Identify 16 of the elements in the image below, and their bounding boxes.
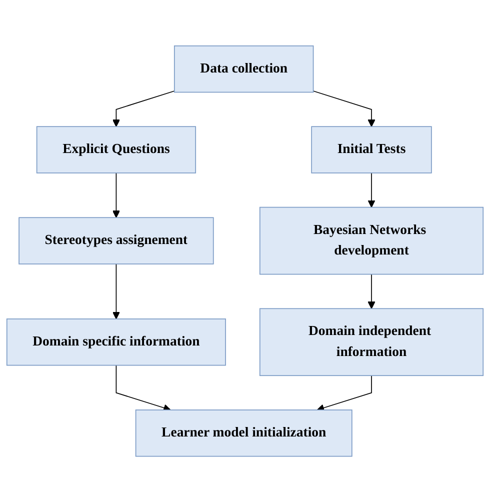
arrow [312, 90, 376, 127]
node-box: Explicit Questions [36, 126, 196, 174]
arrow [316, 375, 372, 412]
arrow [112, 90, 175, 127]
node-box: Domain specific information [6, 318, 226, 366]
node-box: Data collection [174, 45, 314, 93]
node-box: Bayesian Networks development [259, 206, 484, 275]
arrow [112, 263, 120, 320]
arrow [368, 172, 376, 208]
arrow [116, 364, 171, 412]
node-box: Stereotypes assignement [18, 217, 214, 264]
node-box: Initial Tests [311, 126, 432, 174]
node-box: Learner model initialization [135, 409, 352, 457]
arrow [368, 274, 376, 309]
node-box: Domain independent information [259, 308, 484, 376]
arrow [112, 172, 120, 218]
